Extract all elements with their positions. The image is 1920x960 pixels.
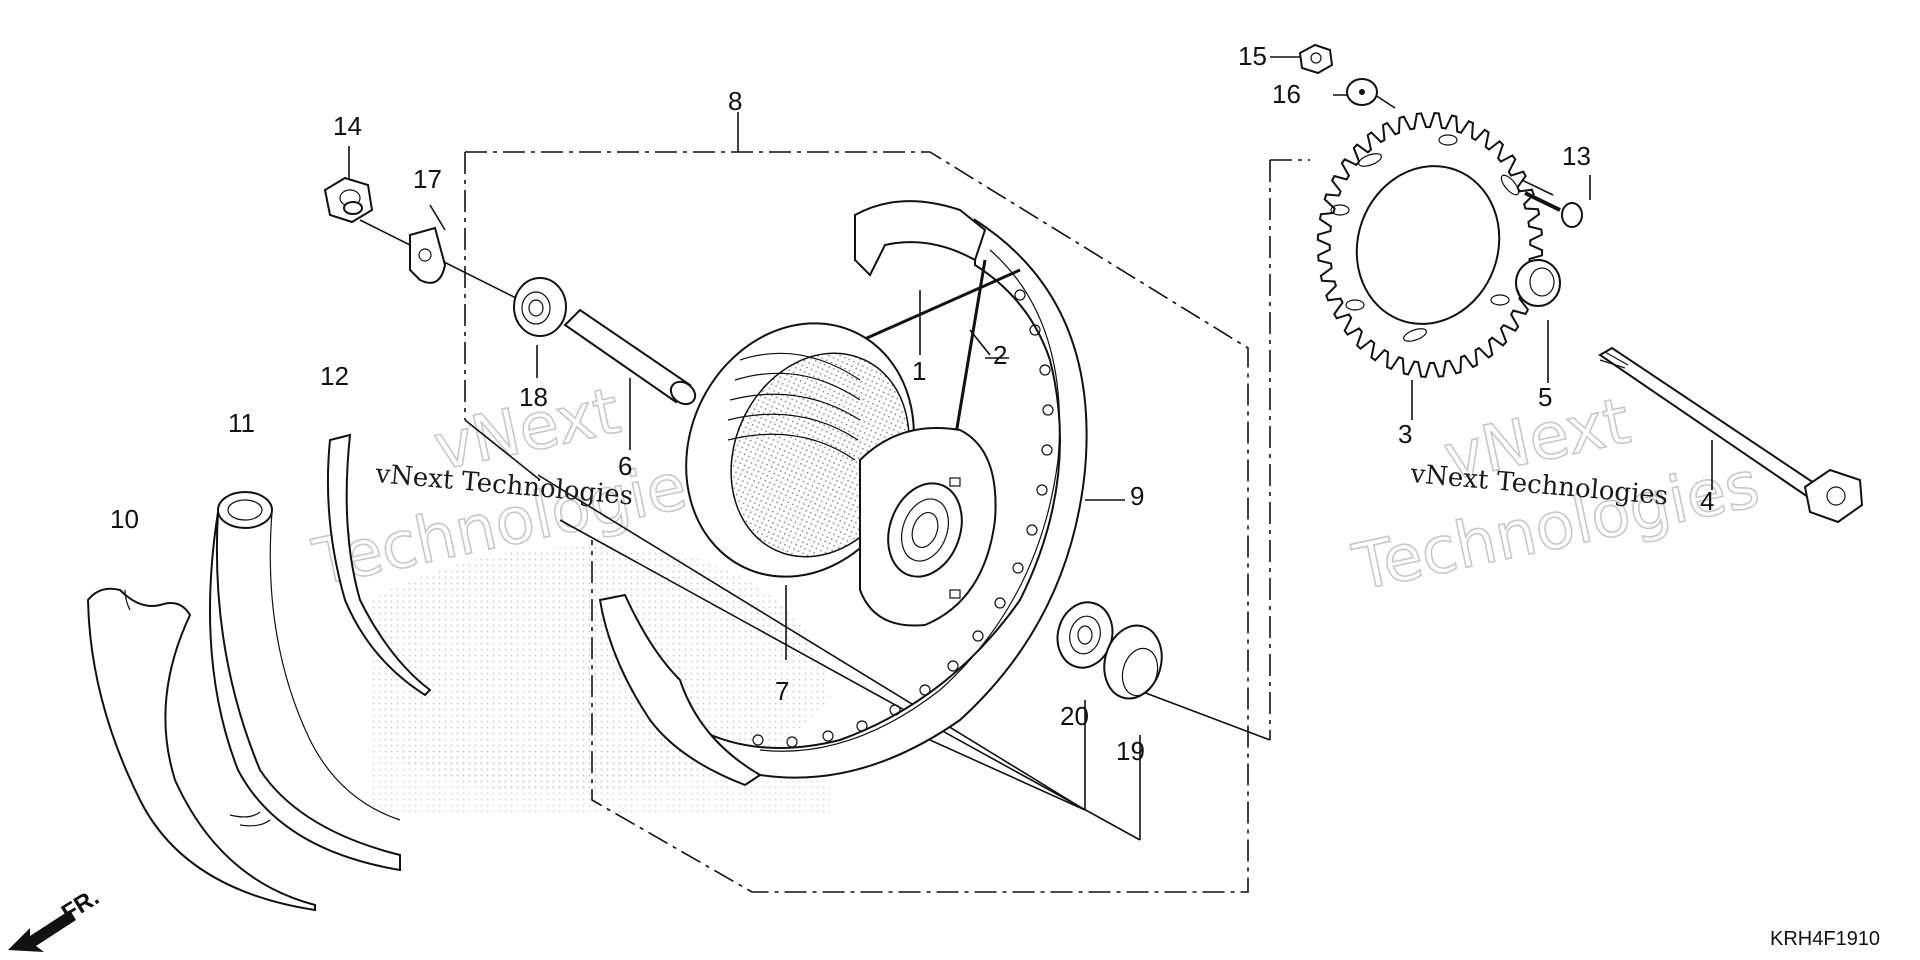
callout-6: 6 <box>618 451 632 481</box>
callout-17: 17 <box>413 164 442 194</box>
callout-10: 10 <box>110 504 139 534</box>
part-tube <box>208 491 401 872</box>
callout-4: 4 <box>1700 486 1714 516</box>
callout-16: 16 <box>1272 79 1301 109</box>
callout-15: 15 <box>1238 41 1267 71</box>
rim-holes <box>752 289 1054 748</box>
callout-14: 14 <box>333 111 362 141</box>
part-nut-15 <box>1298 43 1334 75</box>
diagram-code: KRH4F1910 <box>1770 928 1880 950</box>
callout-1: 1 <box>912 356 926 386</box>
direction-arrow-icon <box>8 910 76 952</box>
part-hub-7 <box>685 322 997 627</box>
callout-5: 5 <box>1538 382 1552 412</box>
callout-13: 13 <box>1562 141 1591 171</box>
callout-12: 12 <box>320 361 349 391</box>
part-washer-16 <box>1346 78 1378 106</box>
sprocket-holes <box>1330 134 1520 342</box>
part-plate-17 <box>409 226 447 284</box>
callout-18: 18 <box>519 382 548 412</box>
part-axle-4 <box>1598 346 1864 524</box>
part-collar-6 <box>563 308 697 406</box>
part-bearing-18 <box>513 277 567 337</box>
direction-indicator: FR. <box>8 884 104 952</box>
part-collar-5 <box>1515 259 1561 307</box>
part-bolt-13 <box>1524 191 1583 228</box>
callout-labels: 8 14 17 18 6 12 11 10 1 2 9 7 20 19 15 1… <box>110 41 1714 766</box>
part-spokes <box>839 259 1021 441</box>
assembly-frame <box>464 151 1249 893</box>
part-seal-19 <box>1103 624 1163 700</box>
callout-19: 19 <box>1116 736 1145 766</box>
callout-11: 11 <box>228 408 255 438</box>
callout-8: 8 <box>728 86 742 116</box>
callout-7: 7 <box>775 676 789 706</box>
sprocket-frame <box>1269 159 1310 740</box>
callout-9: 9 <box>1130 481 1144 511</box>
callout-2: 2 <box>993 340 1007 370</box>
part-tire <box>86 587 316 912</box>
callout-20: 20 <box>1060 701 1089 731</box>
part-rim-9 <box>598 200 1088 787</box>
part-sprocket-3 <box>1316 112 1544 378</box>
part-nut-14 <box>323 176 374 224</box>
part-rim-band <box>326 433 432 697</box>
callout-3: 3 <box>1398 419 1412 449</box>
